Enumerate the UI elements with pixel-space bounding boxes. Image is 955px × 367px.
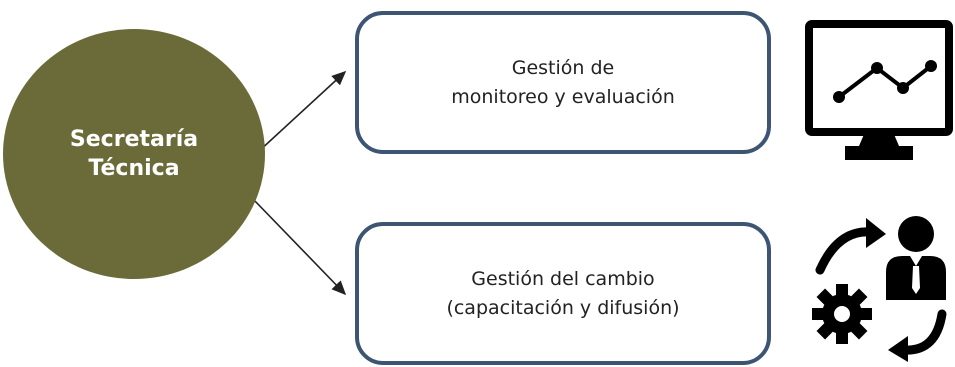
gear-person-cycle-icon [812, 216, 947, 362]
box-label-line1: Gestión de [511, 57, 615, 79]
arrow-to-change [253, 199, 347, 296]
monitoring-evaluation-box: Gestión de monitoreo y evaluación [355, 11, 771, 154]
change-management-box: Gestión del cambio (capacitación y difus… [355, 222, 771, 365]
box-label-line2: monitoreo y evaluación [451, 85, 675, 108]
monitor-chart-icon [805, 20, 953, 160]
arrow-to-monitoring [257, 70, 347, 153]
box-label-line2: (capacitación y difusión) [446, 296, 680, 319]
central-label-line1: Secretaría [69, 126, 199, 152]
secretaria-tecnica-node: Secretaría Técnica [3, 29, 265, 279]
box-label-line1: Gestión del cambio [471, 268, 655, 290]
central-label-line2: Técnica [88, 156, 180, 181]
